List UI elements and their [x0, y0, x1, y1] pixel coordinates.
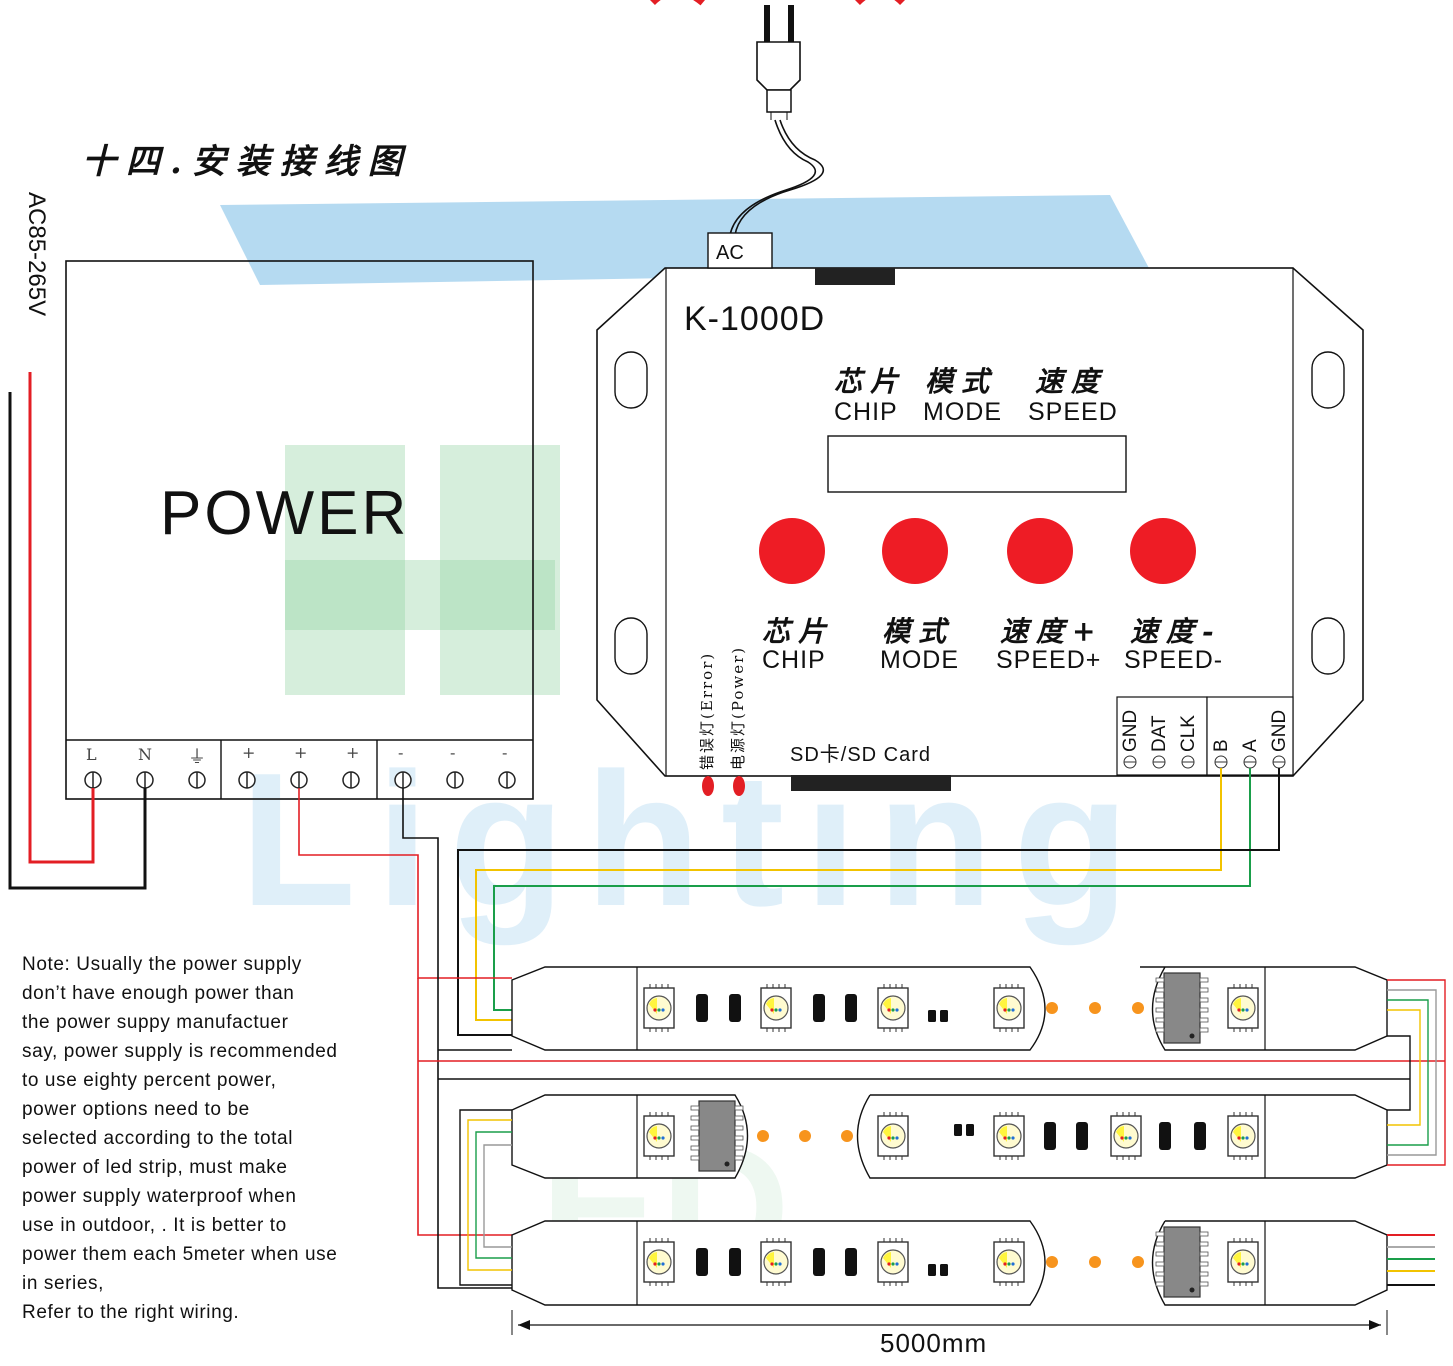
page-title: 十四.安装接线图	[82, 142, 412, 182]
note-line: power them each 5meter when use	[22, 1244, 338, 1265]
display-label-speed-en: SPEED	[1028, 398, 1118, 426]
terminal-label-minus-2: -	[450, 743, 456, 762]
terminal-label-minus-3: -	[502, 743, 508, 762]
error-led-label-cn: 错误灯	[698, 718, 716, 770]
terminal-dat: DAT	[1149, 715, 1170, 752]
error-led-label-en: (Error)	[698, 651, 716, 719]
error-led-label: 错误灯(Error)	[696, 652, 717, 770]
chip-button[interactable]	[759, 518, 825, 584]
ac-plug	[650, 0, 905, 236]
speed-plus-button-label-en: SPEED+	[996, 646, 1102, 674]
note-line: say, power supply is recommended	[22, 1041, 338, 1062]
terminal-b: B	[1211, 739, 1232, 752]
led-strip-1	[511, 966, 1388, 1051]
dimension-line	[511, 1310, 1388, 1335]
power-label: POWER	[160, 479, 410, 548]
chip-button-label-en: CHIP	[762, 646, 826, 674]
ground-icon: ⏚	[188, 747, 206, 768]
note-line: power supply waterproof when	[22, 1186, 297, 1207]
terminal-label-plus-1: +	[242, 743, 256, 762]
note-line: in series,	[22, 1273, 105, 1294]
controller-box	[596, 232, 1364, 796]
speed-plus-button[interactable]	[1007, 518, 1073, 584]
terminal-clk: CLK	[1178, 715, 1199, 752]
ac-input-label: AC	[716, 242, 744, 264]
power-led-label-en: (Power)	[729, 645, 747, 719]
mode-button[interactable]	[882, 518, 948, 584]
terminal-gnd-1: GND	[1120, 709, 1141, 752]
note-line: Note: Usually the power supply	[22, 954, 302, 975]
power-supply-note: Note: Usually the power supply don’t hav…	[22, 950, 412, 1327]
power-led-label-cn: 电源灯	[729, 718, 747, 770]
display-label-mode-cn: 模式	[925, 365, 998, 398]
note-line: selected according to the total	[22, 1128, 294, 1149]
input-voltage-label: AC85-265V	[23, 192, 50, 317]
terminal-a: A	[1240, 739, 1261, 752]
sd-card-label: SD卡/SD Card	[790, 744, 932, 766]
display-label-chip-cn: 芯片	[834, 365, 907, 398]
speed-plus-button-label-cn: 速度+	[1000, 615, 1104, 648]
note-line: to use eighty percent power,	[22, 1070, 277, 1091]
led-strip-2	[511, 1094, 1388, 1179]
note-line: don’t have enough power than	[22, 983, 295, 1004]
chip-button-label-cn: 芯片	[762, 615, 835, 648]
note-line: the power suppy manufactuer	[22, 1012, 289, 1033]
led-strip-3	[511, 1220, 1388, 1306]
note-line: use in outdoor, . It is better to	[22, 1215, 287, 1236]
terminal-gnd-2: GND	[1269, 709, 1290, 752]
terminal-label-l: L	[86, 745, 97, 764]
display-label-mode-en: MODE	[923, 398, 1002, 426]
speed-minus-button-label-cn: 速度-	[1130, 615, 1222, 648]
speed-minus-button-label-en: SPEED-	[1124, 646, 1224, 674]
display-label-speed-cn: 速度	[1035, 365, 1108, 398]
note-line: power options need to be	[22, 1099, 250, 1120]
mode-button-label-en: MODE	[880, 646, 959, 674]
speed-minus-button[interactable]	[1130, 518, 1196, 584]
controller-model: K-1000D	[684, 300, 826, 338]
power-led-label: 电源灯(Power)	[727, 646, 748, 770]
mode-button-label-cn: 模式	[882, 615, 955, 648]
terminal-label-plus-2: +	[294, 743, 308, 762]
note-line: power of led strip, must make	[22, 1157, 288, 1178]
display-label-chip-en: CHIP	[834, 398, 898, 426]
terminal-label-plus-3: +	[346, 743, 360, 762]
terminal-label-minus-1: -	[398, 743, 404, 762]
strip-length-label: 5000mm	[880, 1328, 988, 1358]
note-line: Refer to the right wiring.	[22, 1302, 240, 1323]
terminal-label-n: N	[138, 745, 152, 764]
